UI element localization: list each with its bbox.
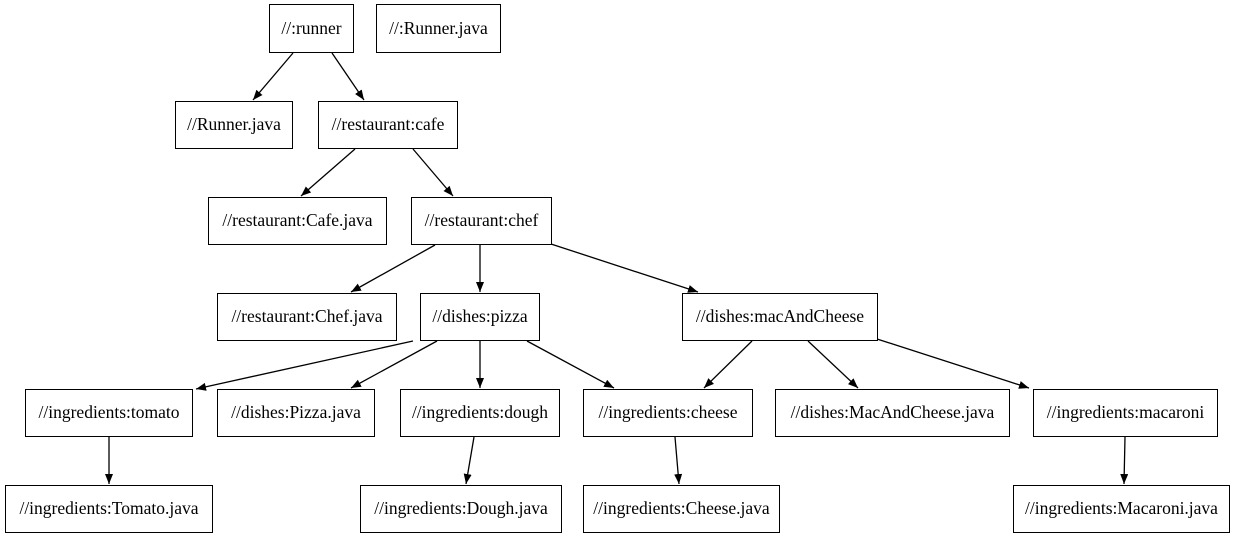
edge-macaroni-to-macaroni-java	[1120, 436, 1129, 485]
edge-macandcheese-to-macandcheese-java	[807, 340, 859, 389]
graph-node-label: //restaurant:cafe	[331, 114, 445, 135]
edge-pizza-to-pizza-java	[350, 340, 438, 389]
graph-node-macandcheese-java: //dishes:MacAndCheese.java	[775, 389, 1010, 437]
graph-node-macandcheese: //dishes:macAndCheese	[682, 293, 878, 341]
graph-node-cafe-java: //restaurant:Cafe.java	[208, 197, 387, 245]
graph-node-runner-java: //Runner.java	[175, 101, 293, 149]
graph-node-label: //dishes:Pizza.java	[231, 402, 361, 423]
graph-node-label: //dishes:MacAndCheese.java	[790, 402, 995, 423]
graph-node-chef-java: //restaurant:Chef.java	[217, 293, 397, 341]
graph-node-root-runner-java: //:Runner.java	[376, 4, 501, 53]
edge-cheese-to-cheese-java	[674, 436, 683, 485]
graph-node-pizza-java: //dishes:Pizza.java	[217, 389, 375, 437]
edge-runner-to-cafe	[331, 52, 365, 101]
edge-macandcheese-to-macaroni	[876, 338, 1030, 389]
graph-node-label: //dishes:pizza	[432, 306, 528, 327]
edge-cafe-to-cafe-java	[300, 148, 356, 197]
graph-node-label: //restaurant:Cafe.java	[222, 210, 373, 231]
edge-chef-to-chef-java	[350, 244, 436, 293]
graph-node-label: //:runner	[281, 17, 342, 38]
graph-node-dough: //ingredients:dough	[400, 389, 560, 437]
graph-node-label: //ingredients:Dough.java	[374, 498, 548, 519]
graph-node-tomato: //ingredients:tomato	[25, 389, 193, 437]
graph-node-runner: //:runner	[269, 4, 354, 53]
graph-node-label: //:Runner.java	[389, 17, 488, 38]
graph-node-label: //ingredients:dough	[411, 402, 549, 423]
graph-node-label: //ingredients:cheese	[598, 402, 738, 423]
graph-node-cheese-java: //ingredients:Cheese.java	[583, 485, 780, 533]
graph-node-macaroni-java: //ingredients:Macaroni.java	[1013, 485, 1230, 533]
graph-node-macaroni: //ingredients:macaroni	[1033, 389, 1218, 437]
edge-cafe-to-chef	[412, 148, 454, 197]
graph-node-label: //ingredients:tomato	[38, 402, 180, 423]
graph-node-cheese: //ingredients:cheese	[583, 389, 753, 437]
edge-macandcheese-to-cheese	[703, 340, 753, 389]
graph-node-tomato-java: //ingredients:Tomato.java	[5, 485, 213, 533]
edge-pizza-to-cheese	[526, 340, 615, 389]
graph-node-dough-java: //ingredients:Dough.java	[360, 485, 562, 533]
edge-dough-to-dough-java	[463, 436, 475, 485]
graph-node-label: //restaurant:Chef.java	[231, 306, 383, 327]
graph-node-label: //dishes:macAndCheese	[695, 306, 865, 327]
graph-node-chef: //restaurant:chef	[411, 197, 552, 245]
graph-node-label: //ingredients:Tomato.java	[19, 498, 199, 519]
graph-node-label: //ingredients:Cheese.java	[593, 498, 770, 519]
graph-node-label: //restaurant:chef	[424, 210, 539, 231]
edge-runner-to-runner-java	[252, 52, 294, 101]
graph-node-cafe: //restaurant:cafe	[318, 101, 458, 149]
edge-chef-to-macandcheese	[550, 243, 699, 293]
graph-node-label: //ingredients:macaroni	[1046, 402, 1205, 423]
graph-node-pizza: //dishes:pizza	[420, 293, 540, 341]
graph-node-label: //Runner.java	[187, 114, 281, 135]
edge-pizza-to-tomato	[195, 340, 414, 391]
graph-node-label: //ingredients:Macaroni.java	[1025, 498, 1218, 519]
